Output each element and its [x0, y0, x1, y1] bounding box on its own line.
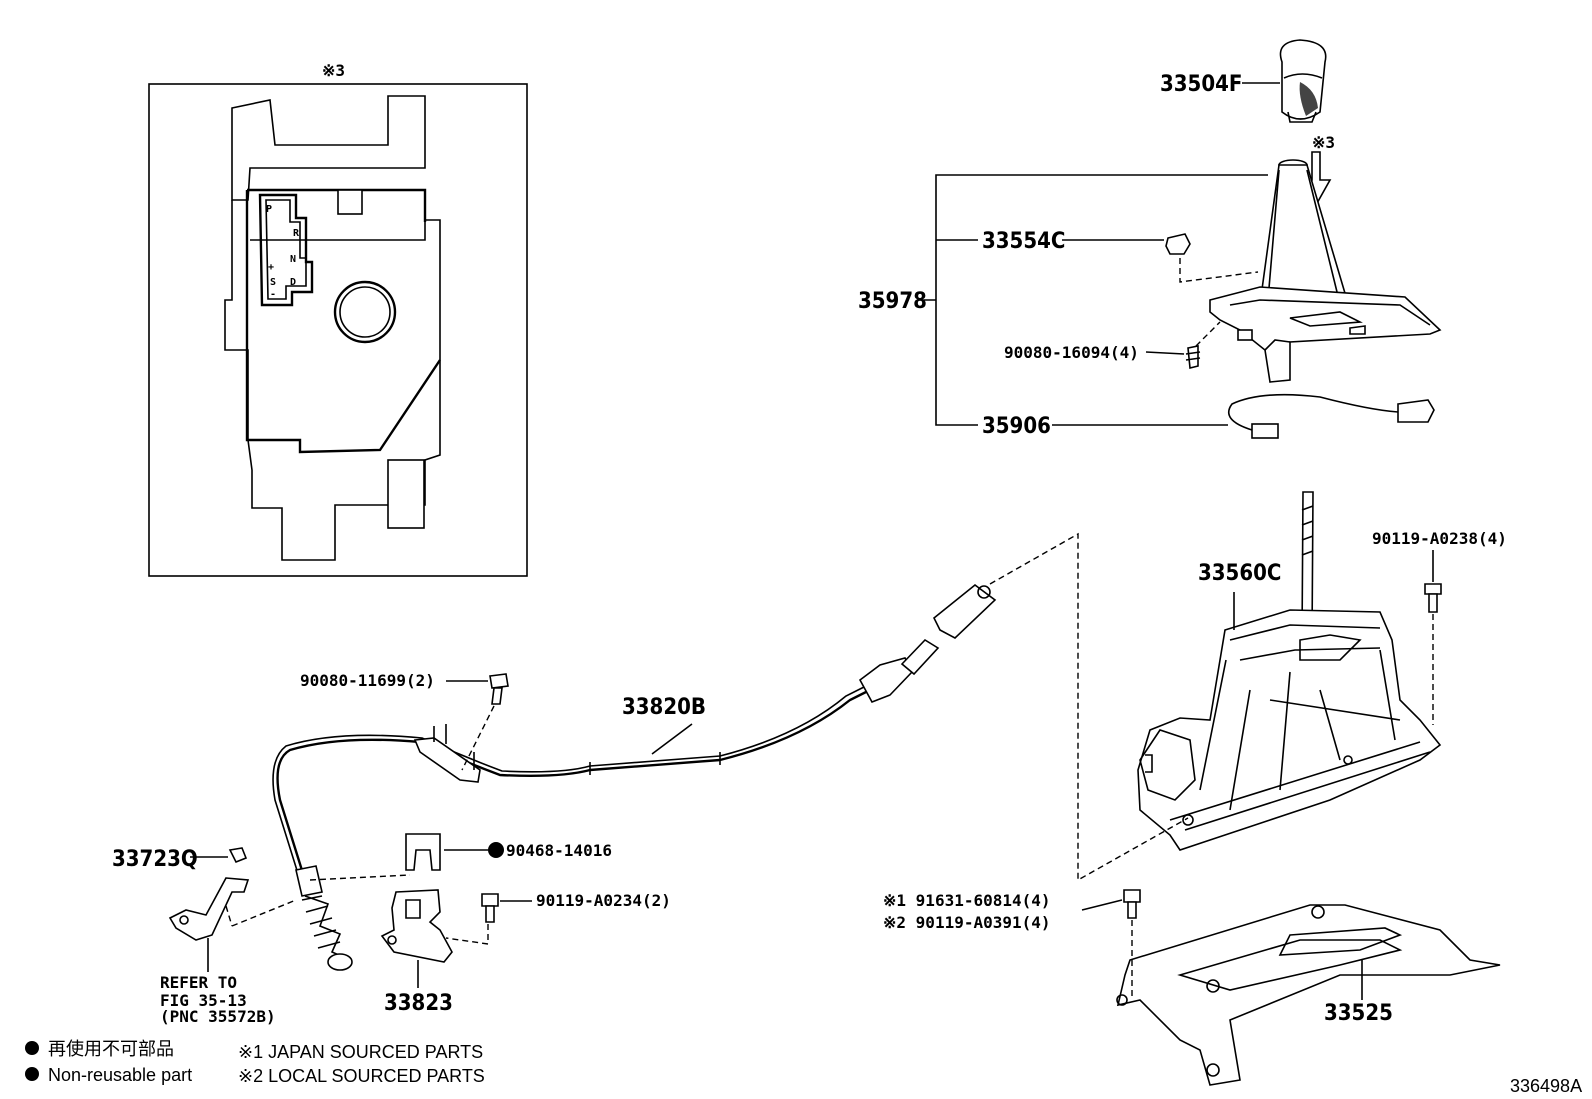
refer-line-2: FIG 35-13 [160, 991, 247, 1010]
shift-knob: 33504F [1160, 39, 1327, 123]
bracket-33525 [1116, 904, 1501, 1086]
label-33823: 33823 [384, 991, 453, 1016]
cable-bracket [168, 877, 250, 941]
console-outline-top [231, 95, 426, 201]
shift-gate [258, 193, 314, 307]
label-33560C: 33560C [1198, 561, 1281, 586]
shift-boot-assembly: ※3 33554C 90080-16094(4) 35906 35978 [858, 133, 1442, 439]
cable-end-fitting [932, 583, 997, 639]
lock-clip-90468-14016: 90468-14016 [405, 833, 612, 871]
label-33525: 33525 [1324, 1001, 1393, 1026]
label-90080-16094: 90080-16094(4) [1004, 343, 1139, 362]
inset-note: ※3 [322, 61, 345, 80]
shift-bezel [1209, 286, 1442, 383]
inset-frame [148, 83, 528, 577]
label-90119-A0391: ※2 90119-A0391(4) [883, 913, 1051, 932]
bracket-33823-group: 33823 90119-A0234(2) [380, 889, 671, 1016]
label-91631-60814: ※1 91631-60814(4) [883, 891, 1051, 910]
gate-plus: + [268, 262, 274, 273]
label-33504F: 33504F [1160, 72, 1242, 97]
bracket-33823 [380, 889, 453, 963]
console-outline-body [224, 200, 441, 561]
cable-to-housing-dashed [989, 532, 1189, 882]
legend: 再使用不可部品 Non-reusable part ※1 JAPAN SOURC… [25, 1039, 485, 1086]
shift-cable: 33820B [272, 583, 997, 971]
legend-jp: 再使用不可部品 [48, 1039, 174, 1059]
clip-33554C [1165, 233, 1191, 255]
bolt-90119-A0234 [481, 893, 499, 907]
clip-33723Q-group: 33723Q [112, 847, 411, 972]
label-90119-A0234: 90119-A0234(2) [536, 891, 671, 910]
screw-90080-16094 [1187, 345, 1199, 370]
cable-spring [304, 895, 351, 961]
inset-knob-hole [333, 280, 397, 344]
cable-mount-bracket [413, 737, 481, 783]
gate-r: R [293, 228, 300, 239]
gate-p: P [266, 204, 272, 215]
bolt-91631-60814 [1123, 889, 1141, 903]
bullet-icon [25, 1067, 39, 1081]
label-90080-11699: 90080-11699(2) [300, 671, 435, 690]
gate-minus: - [270, 289, 276, 300]
wire-harness-35906 [1227, 393, 1399, 431]
legend-local: ※2 LOCAL SOURCED PARTS [238, 1066, 485, 1086]
refer-line-3: (PNC 35572B) [160, 1007, 276, 1026]
legend-japan: ※1 JAPAN SOURCED PARTS [238, 1042, 483, 1062]
label-35978: 35978 [858, 289, 927, 314]
cable-33820B [276, 688, 871, 881]
base-bracket: 33525 ※1 91631-60814(4) ※2 90119-A0391(4… [883, 889, 1501, 1086]
legend-en: Non-reusable part [48, 1065, 192, 1085]
bolt-90119-A0238 [1424, 583, 1442, 595]
inset-lower-block [387, 459, 425, 529]
gate-s: S [270, 277, 276, 288]
clip-33723Q [228, 847, 248, 864]
shift-lever-housing: 33560C 90119-A0238(4) [1137, 491, 1507, 851]
figure-id: 336498A [1510, 1076, 1582, 1096]
bullet-icon [25, 1041, 39, 1055]
label-35906: 35906 [982, 414, 1051, 439]
inset-panel: ※3 P R N + S D - [148, 61, 528, 577]
non-reusable-dot-icon [488, 842, 504, 858]
knob-note: ※3 [1312, 133, 1335, 152]
refer-line-1: REFER TO [160, 973, 237, 992]
gate-n: N [290, 254, 296, 265]
housing-33560C [1137, 609, 1442, 851]
label-33820B: 33820B [622, 695, 706, 720]
gate-d: D [290, 277, 296, 288]
label-90468-14016: 90468-14016 [506, 841, 612, 860]
label-90119-A0238: 90119-A0238(4) [1372, 529, 1507, 548]
label-33723Q: 33723Q [112, 847, 198, 872]
label-33554C: 33554C [982, 229, 1065, 254]
bolt-90080-11699: 90080-11699(2) [300, 671, 509, 771]
inset-button [337, 189, 363, 215]
